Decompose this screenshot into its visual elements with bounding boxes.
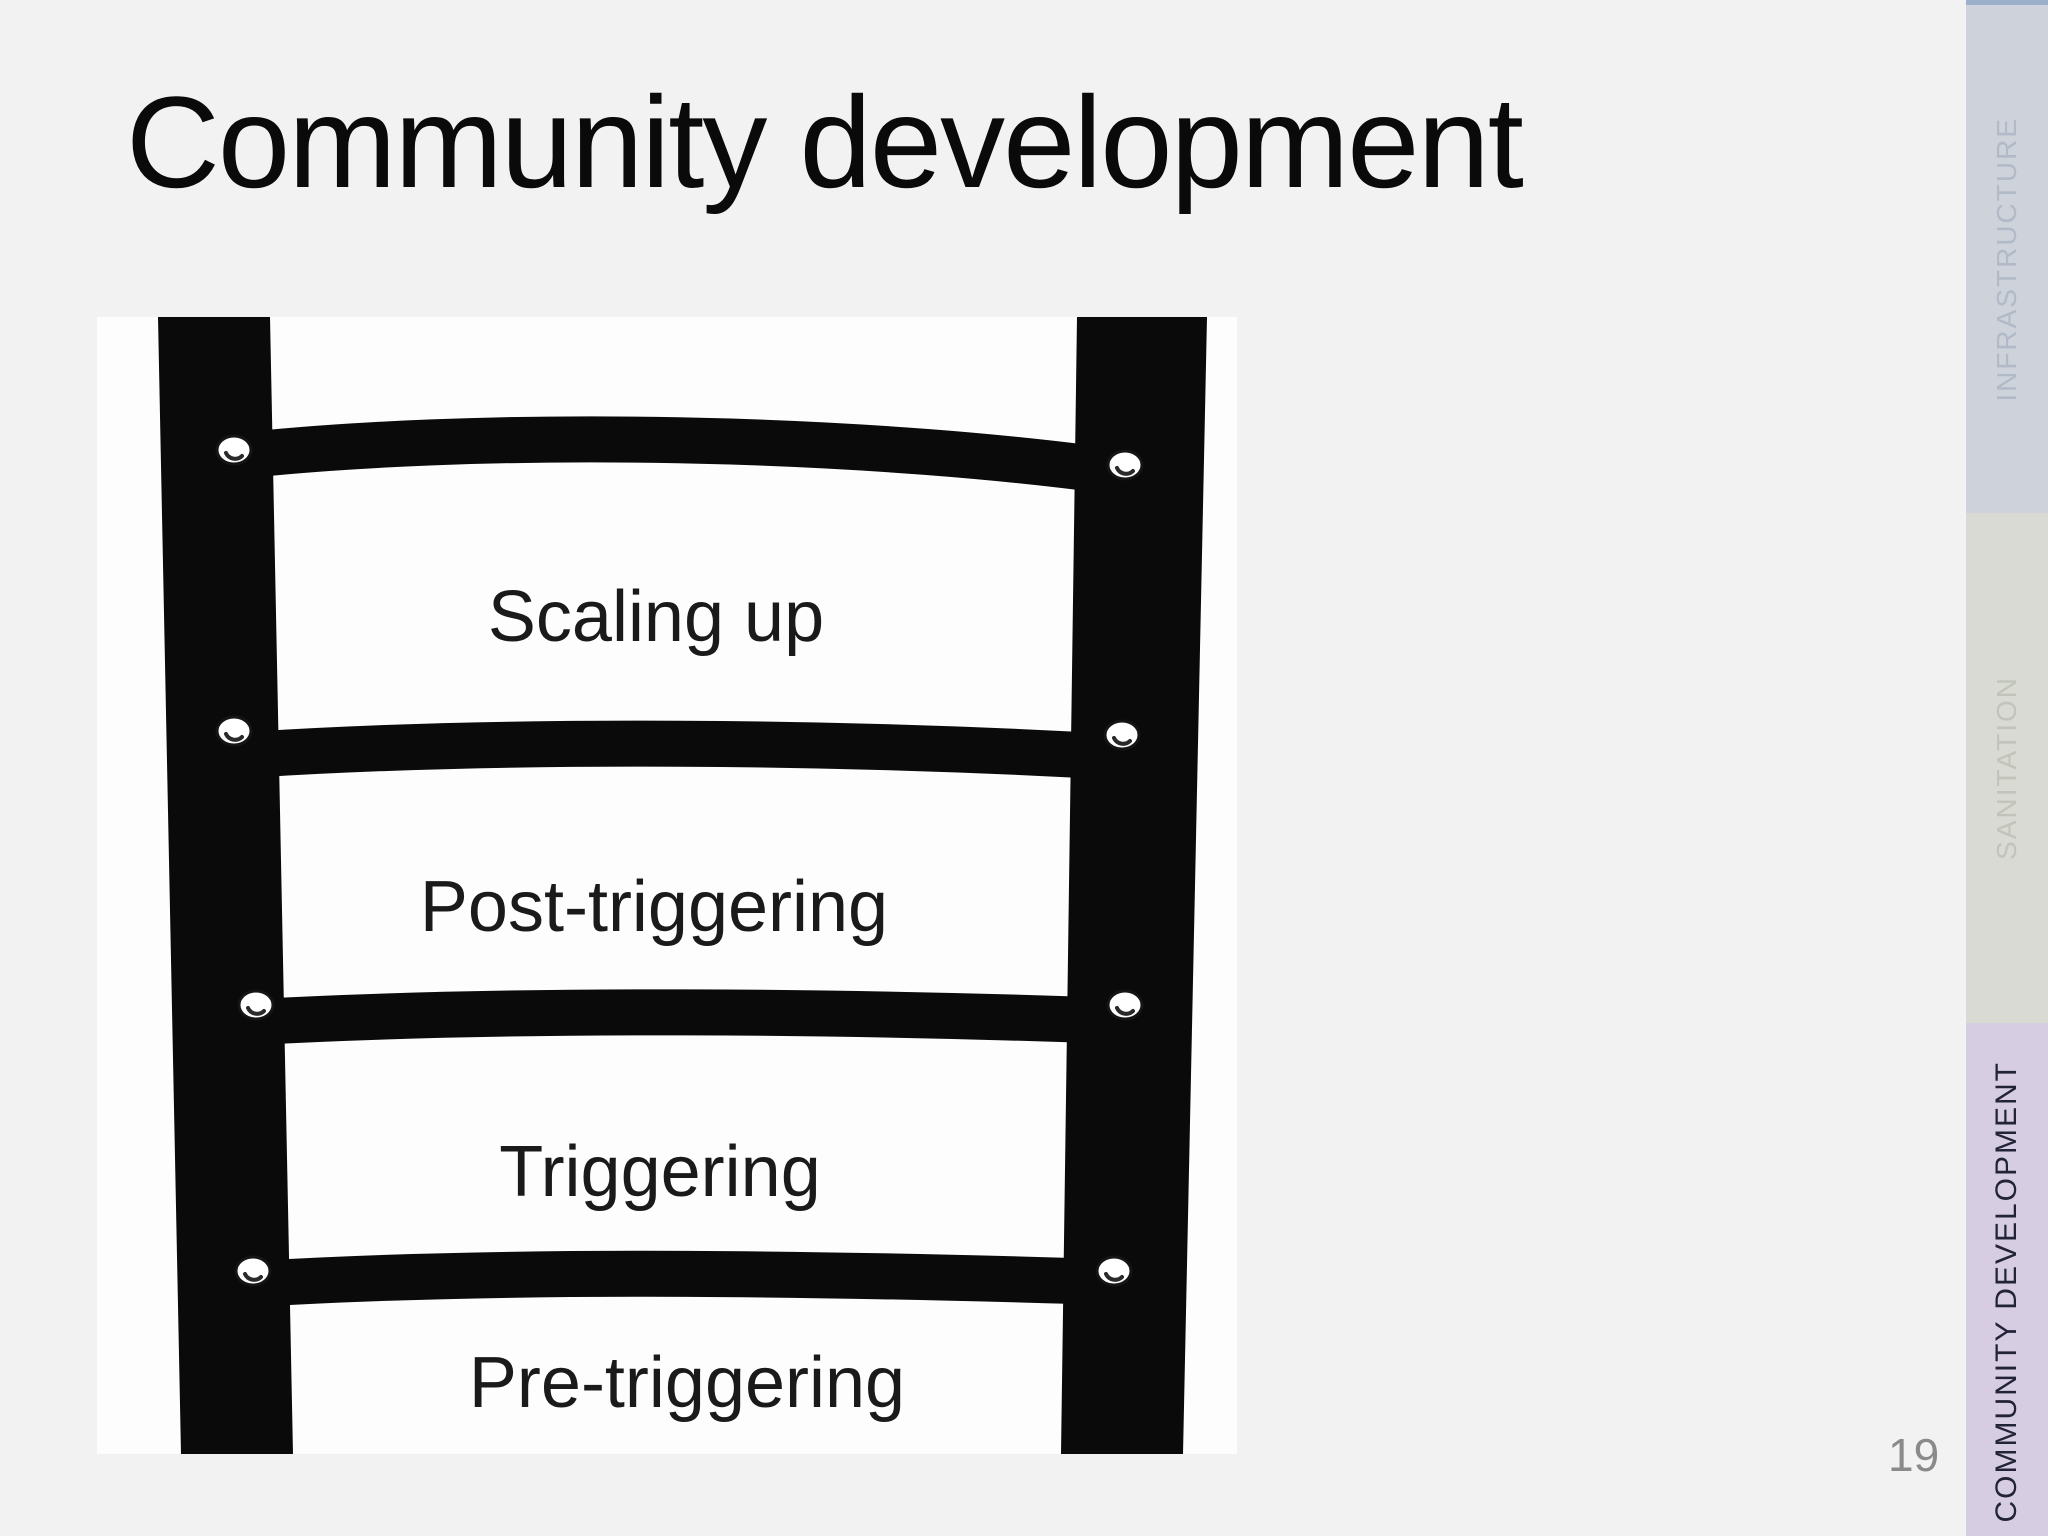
sidebar-section-label: COMMUNITY DEVELOPMENT — [1990, 1060, 2023, 1523]
ladder-right-rail — [1061, 317, 1207, 1454]
sidebar-section-label: SANITATION — [1991, 676, 2022, 860]
sidebar-section-label: INFRASTRUCTURE — [1991, 116, 2022, 402]
ladder-rung — [209, 416, 1156, 500]
ladder-rung-label: Triggering — [499, 1132, 820, 1212]
bolt-icon — [215, 434, 253, 466]
bolt-icon — [1106, 449, 1144, 481]
ladder-rung-label: Post-triggering — [420, 867, 888, 947]
bolt-icon — [237, 989, 275, 1021]
ladder-rung — [215, 720, 1154, 782]
sidebar-section-community-development[interactable]: COMMUNITY DEVELOPMENT — [1966, 1023, 2048, 1536]
bolt-icon — [1095, 1255, 1133, 1287]
ladder-left-rail — [158, 317, 293, 1454]
bolt-icon — [1106, 989, 1144, 1021]
ladder-rung-label: Pre-triggering — [469, 1343, 905, 1423]
ladder-image: Scaling up Post-triggering Triggering Pr… — [97, 317, 1237, 1454]
ladder-rung — [235, 989, 1146, 1046]
sidebar-top-accent — [1966, 0, 2048, 5]
bolt-icon — [215, 715, 253, 747]
sidebar-section-sanitation[interactable]: SANITATION — [1966, 513, 2048, 1023]
bolt-icon — [234, 1255, 272, 1287]
slide-title: Community development — [126, 69, 1524, 215]
sidebar-section-infrastructure[interactable]: INFRASTRUCTURE — [1966, 5, 2048, 513]
page-number: 19 — [1888, 1429, 1940, 1481]
sidebar: INFRASTRUCTURE SANITATION COMMUNITY DEVE… — [1966, 0, 2048, 1536]
ladder-rung — [235, 1250, 1140, 1308]
ladder-graphic: Scaling up Post-triggering Triggering Pr… — [158, 317, 1207, 1454]
ladder-rung-label: Scaling up — [488, 577, 824, 657]
bolt-icon — [1103, 719, 1141, 751]
